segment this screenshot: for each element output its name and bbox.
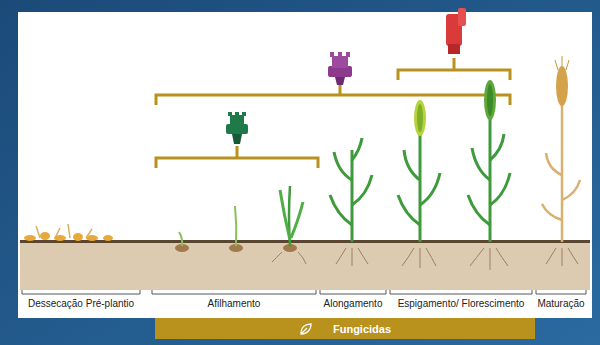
stage-label: Maturação (537, 298, 584, 309)
stage-label: Espigamento/ Florescimento (398, 298, 525, 309)
stage-label: Afilhamento (208, 298, 261, 309)
stage-label: Alongamento (324, 298, 383, 309)
stage-band: Fungicidas (155, 318, 535, 339)
stage-label: Dessecação Pré-plantio (28, 298, 134, 309)
leaf-icon (299, 322, 313, 336)
band-title: Fungicidas (333, 323, 391, 335)
